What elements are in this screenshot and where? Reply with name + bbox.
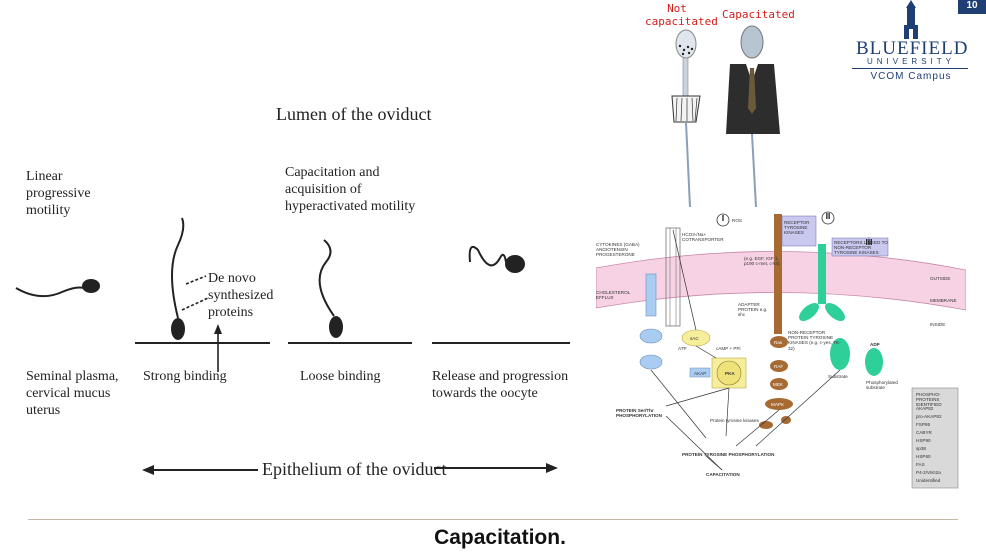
- egf-label: (e.g. EGF, IGF-1, p190 c-met, c-kit): [744, 256, 780, 267]
- cytokines-label: CYTOKINES (GABA) ANGIOTENSIN PROGESTERON…: [596, 242, 640, 258]
- not-capacitated-label: Not capacitated: [645, 2, 718, 28]
- dotted-acrosome: [678, 44, 694, 56]
- identified-title: PHOSPHO-PROTEINS IDENTIFIED: [916, 392, 942, 408]
- cholesterol-label: CHOLESTEROL EFFLUX: [596, 290, 631, 301]
- identified-item: sp38: [916, 446, 926, 451]
- identified-item: HSP90: [916, 438, 931, 443]
- page-number: 10: [958, 0, 986, 14]
- stage1-top-label: Linear progressive motility: [26, 169, 91, 218]
- logo-sub: UNIVERSITY: [866, 57, 955, 66]
- sac-label: sAC: [690, 336, 699, 341]
- stage2-note: De novo synthesized proteins: [208, 271, 274, 320]
- logo-rule: [852, 68, 968, 69]
- linked-receptor: [818, 244, 826, 304]
- identified-item: FAS: [916, 462, 925, 467]
- blue-oval: [639, 328, 663, 344]
- blue-oval: [639, 354, 663, 370]
- university-logo: BLUEFIELD UNIVERSITY VCOM Campus: [852, 0, 968, 86]
- sperm-tail: [15, 286, 85, 298]
- ptk-label: Protein tyrosine kinases: [710, 418, 759, 423]
- logo-campus: VCOM Campus: [870, 71, 952, 82]
- roman-2: II: [825, 212, 831, 221]
- ser-thr-label: PROTEIN Ser/Thr PHOSPHORYLATION: [616, 408, 662, 419]
- slide-title: Capacitation.: [434, 526, 566, 549]
- mek-label: MEK: [773, 382, 783, 387]
- pka-label: PKA: [725, 371, 735, 376]
- linked-label: RECEPTORS LINKED TO NON-RECEPTOR TYROSIN…: [834, 240, 888, 256]
- tyr-label: PROTEIN TYROSINE PHOSPHORYLATION: [682, 452, 775, 457]
- phospho-substrate-label: Phosphorylated substrate: [866, 380, 898, 391]
- chapel-icon: [904, 0, 918, 39]
- rtk-receptor: [774, 214, 782, 334]
- oviduct-diagram: [15, 217, 570, 475]
- pathway-svg: [596, 211, 966, 489]
- stage2-bottom-label: Strong binding: [143, 369, 227, 384]
- lumen-label: Lumen of the oviduct: [276, 104, 432, 124]
- sperm-head: [329, 316, 343, 338]
- identified-item: pro-AKAP82: [916, 414, 942, 419]
- outside-label: OUTSIDE: [930, 276, 951, 281]
- adp-label: ADP: [870, 342, 880, 347]
- atp-label: ATP: [678, 346, 687, 351]
- sperm-head: [740, 25, 764, 59]
- capacitation-pathway-label: CAPACITATION: [706, 472, 740, 477]
- sperm-cartoon: [671, 25, 780, 208]
- roman-3: III: [865, 238, 873, 247]
- sperm-tail: [318, 239, 335, 317]
- identified-item: Unidentified: [916, 478, 941, 483]
- pathway-figure: I II III ROS HCO3-/Na+ COTRANSPORTER CYT…: [596, 210, 966, 492]
- stage1-bottom-label: Seminal plasma, cervical mucus uterus: [26, 369, 119, 418]
- identified-item: HSP60: [916, 454, 931, 459]
- sperm-head: [171, 318, 185, 340]
- ros-label: ROS: [732, 218, 742, 223]
- rtk-label: RECEPTOR TYROSINE KINASES: [784, 220, 810, 236]
- identified-item: P4-2/VIKI2a: [916, 470, 941, 475]
- raf-label: RAF: [774, 364, 784, 369]
- sperm-head: [505, 255, 525, 273]
- sperm-tail: [468, 246, 507, 267]
- membrane-label: MEMBRANE: [930, 298, 957, 303]
- stage3-bottom-label: Loose binding: [300, 369, 381, 384]
- inside-label: INSIDE: [930, 322, 946, 327]
- stage3-top-label: Capacitation and acquisition of hyperact…: [285, 165, 416, 214]
- cotransporter-label: HCO3-/Na+ COTRANSPORTER: [682, 232, 724, 243]
- logo-name: BLUEFIELD: [856, 38, 969, 59]
- ras-label: Ras: [774, 340, 783, 345]
- mapk-label: MAPK: [771, 402, 785, 407]
- roman-1: I: [721, 214, 725, 223]
- identified-item: CABYR: [916, 430, 932, 435]
- camp-label: cAMP + PPi: [716, 346, 741, 351]
- akap-label: AKAP: [694, 371, 707, 376]
- footer-rule: [28, 519, 958, 520]
- substrate-label: Substrate: [828, 374, 848, 379]
- sperm-head: [82, 279, 100, 293]
- identified-item: FSP95: [916, 422, 931, 427]
- sperm-tail: [171, 217, 185, 319]
- nonreceptor-label: NON-RECEPTOR PROTEIN TYROSINE KINASES (e…: [788, 330, 841, 351]
- adapter-label: ADAPTER PROTEIN e.g. shc: [738, 302, 768, 318]
- sperm-head: [675, 29, 697, 59]
- epithelium-label: Epithelium of the oviduct: [262, 459, 447, 479]
- stage4-bottom-label: Release and progression towards the oocy…: [432, 369, 569, 401]
- identified-item: AKAP82: [916, 406, 934, 411]
- capacitated-label: Capacitated: [722, 8, 795, 21]
